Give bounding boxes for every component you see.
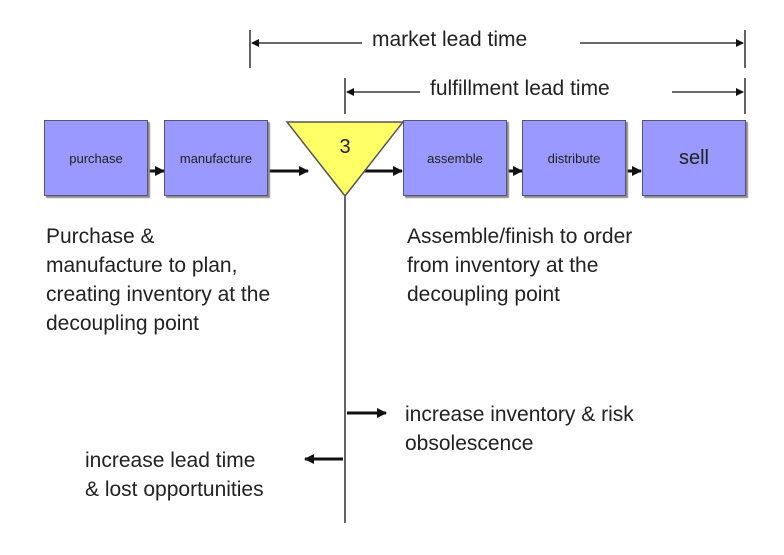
left-note-line: manufacture to plan, <box>46 254 238 277</box>
left-note-line: Purchase & <box>46 225 155 248</box>
decoupling-point-triangle <box>285 121 405 198</box>
upstream-effect-text: increase lead time & lost opportunities <box>85 446 264 504</box>
stage-assemble: assemble <box>403 120 507 196</box>
stage-distribute: distribute <box>522 120 626 196</box>
fulfillment-lead-time-label: fulfillment lead time <box>424 77 616 101</box>
stage-sell: sell <box>642 120 746 196</box>
market-lead-time-span <box>249 30 746 68</box>
right-note: Assemble/finish to order from inventory … <box>407 222 632 309</box>
right-note-line: decoupling point <box>407 283 560 306</box>
left-note-line: decoupling point <box>46 312 199 335</box>
upstream-effect-line: & lost opportunities <box>85 478 264 501</box>
fulfillment-lead-time-span <box>344 78 746 114</box>
market-lead-time-label: market lead time <box>366 28 534 52</box>
stage-manufacture: manufacture <box>164 120 268 196</box>
left-note: Purchase & manufacture to plan, creating… <box>46 222 270 338</box>
upstream-effect-line: increase lead time <box>85 449 256 472</box>
left-note-line: creating inventory at the <box>46 283 271 306</box>
stage-purchase: purchase <box>44 120 148 196</box>
downstream-effect-text: increase inventory & risk obsolescence <box>405 400 634 458</box>
downstream-effect-line: increase inventory & risk <box>405 403 634 426</box>
right-note-line: Assemble/finish to order <box>407 225 633 248</box>
right-note-line: from inventory at the <box>407 254 599 277</box>
decoupling-point-number: 3 <box>339 136 351 158</box>
downstream-effect-line: obsolescence <box>405 432 534 455</box>
